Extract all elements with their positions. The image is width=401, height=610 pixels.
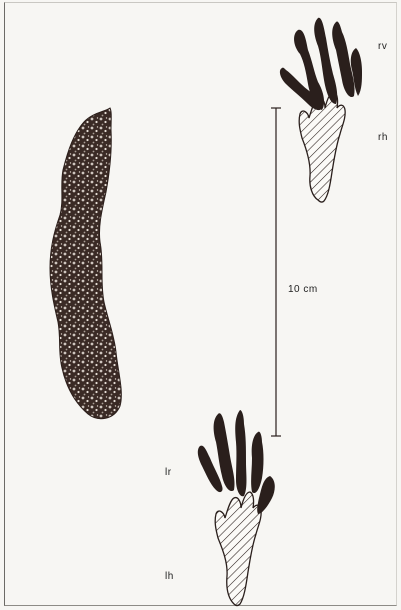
track-right: [280, 18, 362, 202]
label-right-fore: rv: [378, 42, 387, 52]
hind-foot-left: [215, 492, 261, 606]
scale-bar: [271, 108, 281, 436]
label-right-hind: rh: [378, 133, 388, 143]
scale-bar-label: 10 cm: [288, 285, 318, 295]
fore-foot-right: [280, 18, 362, 110]
label-left-hind: lh: [165, 572, 174, 582]
dropping: [50, 108, 121, 419]
track-left: [198, 410, 275, 606]
label-left-fore: lr: [165, 468, 172, 478]
